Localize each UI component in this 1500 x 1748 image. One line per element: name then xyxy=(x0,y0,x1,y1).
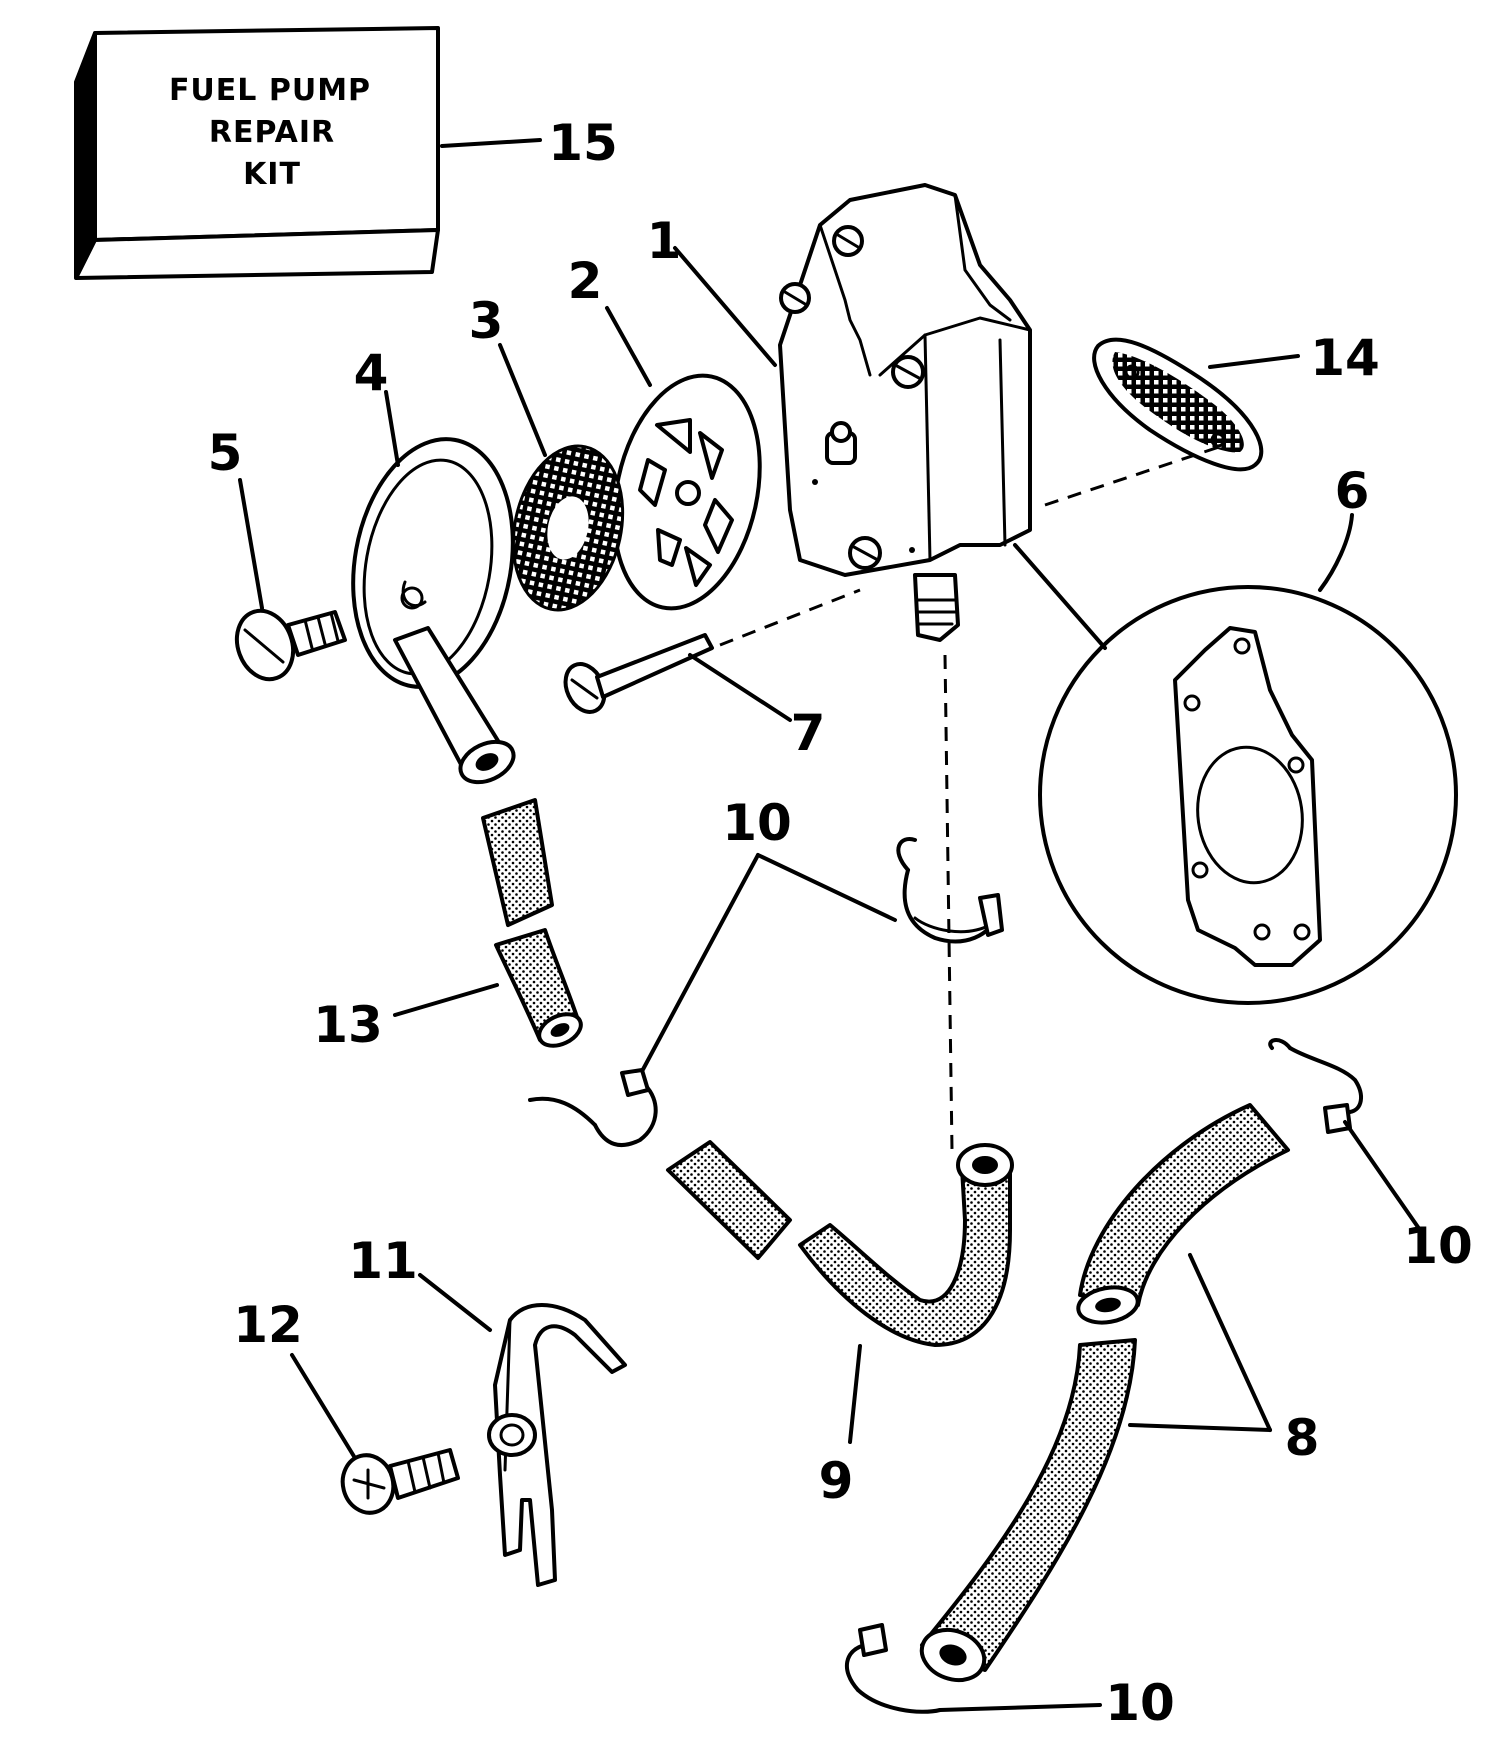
leader-8-upper xyxy=(1188,1253,1272,1432)
leader-2 xyxy=(605,306,652,387)
pump-cover-4 xyxy=(351,437,516,785)
gasket-plate-14 xyxy=(1092,337,1264,472)
callout-2: 2 xyxy=(568,252,603,310)
callout-10-bottom: 10 xyxy=(1105,1674,1175,1732)
leader-9 xyxy=(848,1344,862,1444)
leader-12 xyxy=(290,1353,357,1460)
callout-15: 15 xyxy=(548,114,618,172)
leader-6-to-pump xyxy=(1013,543,1107,650)
leader-14 xyxy=(1208,354,1300,369)
straight-hose-9 xyxy=(666,1140,792,1260)
leader-4 xyxy=(384,390,400,467)
bracket-11 xyxy=(487,1303,627,1587)
callout-10-right: 10 xyxy=(1403,1217,1473,1275)
kit-box-line-3: KIT xyxy=(243,157,301,192)
callout-7: 7 xyxy=(791,704,826,762)
leader-10a-right xyxy=(756,853,897,922)
callout-4: 4 xyxy=(354,344,389,402)
leader-10a-left xyxy=(638,853,760,1077)
filter-screen-3 xyxy=(511,444,625,612)
leader-3 xyxy=(498,343,547,457)
leader-10b xyxy=(1343,1120,1422,1232)
callout-3: 3 xyxy=(469,292,504,350)
leader-15 xyxy=(440,138,542,148)
kit-box-line-1: FUEL PUMP xyxy=(169,73,371,108)
leader-7 xyxy=(688,653,792,722)
alignment-line-vertical xyxy=(943,654,954,1151)
pump-body xyxy=(778,183,1032,642)
callout-13: 13 xyxy=(313,996,383,1054)
repair-kit-box: FUEL PUMP REPAIR KIT xyxy=(74,26,440,280)
callout-14: 14 xyxy=(1310,329,1380,387)
callout-1: 1 xyxy=(647,212,682,270)
screw-12 xyxy=(340,1448,460,1515)
screw-5 xyxy=(234,608,347,682)
hose-clamp-left xyxy=(528,1068,658,1147)
callout-12: 12 xyxy=(233,1296,303,1354)
callout-11: 11 xyxy=(348,1232,418,1290)
leader-1 xyxy=(673,246,777,367)
hose-clamp-bottom xyxy=(844,1623,942,1714)
callout-9: 9 xyxy=(819,1452,854,1510)
callout-8: 8 xyxy=(1285,1409,1320,1467)
callout-10-upper: 10 xyxy=(722,794,792,852)
leader-11 xyxy=(418,1273,492,1332)
fuel-hose-8-lower xyxy=(919,1338,1137,1683)
gasket-detail-circle xyxy=(1038,585,1458,1005)
alignment-line-pump-to-gasket xyxy=(1044,443,1226,507)
hose-piece-13-upper xyxy=(481,798,554,927)
callout-5: 5 xyxy=(208,424,243,482)
leader-6-arc xyxy=(1318,513,1354,592)
diaphragm-plate-2 xyxy=(612,373,762,611)
alignment-line-screw-to-pump xyxy=(719,588,861,647)
leader-5 xyxy=(238,478,264,610)
callout-6: 6 xyxy=(1335,462,1370,520)
hose-clamp-right xyxy=(1268,1038,1363,1134)
kit-box-line-2: REPAIR xyxy=(209,115,335,150)
elbow-hose-9 xyxy=(798,1143,1014,1347)
leader-13 xyxy=(393,983,499,1017)
fuel-hose-8-upper xyxy=(1076,1103,1290,1325)
hose-clamp-upper xyxy=(896,837,1004,944)
leader-8-lower xyxy=(1128,1423,1272,1432)
hose-piece-13-lower xyxy=(494,928,583,1048)
long-screw-7 xyxy=(563,633,714,714)
leader-10c xyxy=(938,1703,1102,1712)
